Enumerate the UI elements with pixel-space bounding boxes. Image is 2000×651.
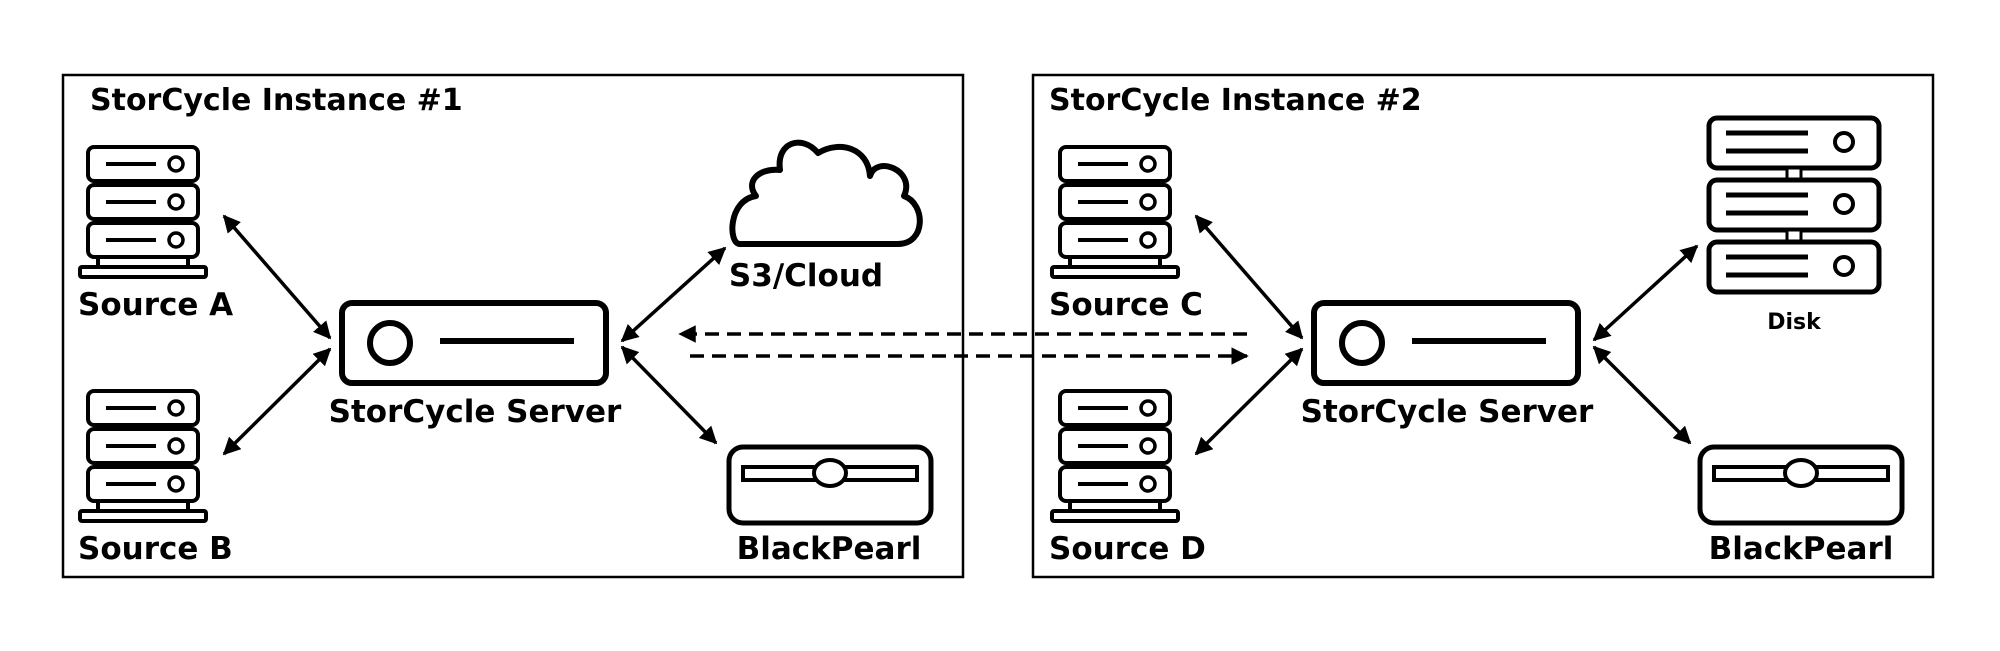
arrow-source-a-server-1: [222, 214, 332, 340]
source-c-rack-icon: [1050, 145, 1180, 279]
arrow-server-1-cloud: [620, 246, 727, 343]
storcycle-server-1-label: StorCycle Server: [328, 394, 622, 430]
source-d-rack-icon: [1050, 389, 1180, 523]
arrow-server-2-disk: [1592, 244, 1699, 342]
source-d-label: Source D: [1049, 531, 1206, 567]
arrow-server-1-blackpearl: [620, 345, 718, 445]
arrow-source-b-server-1: [222, 347, 332, 456]
disk-label: Disk: [1767, 310, 1821, 335]
instance-2-title: StorCycle Instance #2: [1049, 83, 1422, 118]
source-c-label: Source C: [1049, 287, 1203, 323]
storcycle-server-2-label: StorCycle Server: [1300, 394, 1594, 430]
source-b-label: Source B: [78, 531, 233, 567]
disk-array-icon: [1706, 115, 1882, 295]
arrow-server-2-blackpearl: [1592, 345, 1692, 445]
blackpearl-2-label: BlackPearl: [1708, 531, 1894, 567]
blackpearl-2-icon: [1700, 447, 1902, 523]
s3-cloud-label: S3/Cloud: [728, 258, 884, 294]
source-a-rack-icon: [78, 145, 208, 279]
cloud-icon: [729, 139, 923, 247]
blackpearl-1-label: BlackPearl: [736, 531, 922, 567]
storcycle-server-1-icon: [342, 303, 606, 383]
arrow-source-d-server-2: [1194, 347, 1304, 456]
instance-1-title: StorCycle Instance #1: [90, 83, 463, 118]
storcycle-server-2-icon: [1314, 303, 1578, 383]
source-a-label: Source A: [78, 287, 234, 323]
arrow-source-c-server-2: [1194, 214, 1304, 340]
source-b-rack-icon: [78, 389, 208, 523]
instance-1-frame: [61, 73, 965, 579]
instance-2-frame: [1031, 73, 1935, 579]
blackpearl-1-icon: [729, 447, 931, 523]
